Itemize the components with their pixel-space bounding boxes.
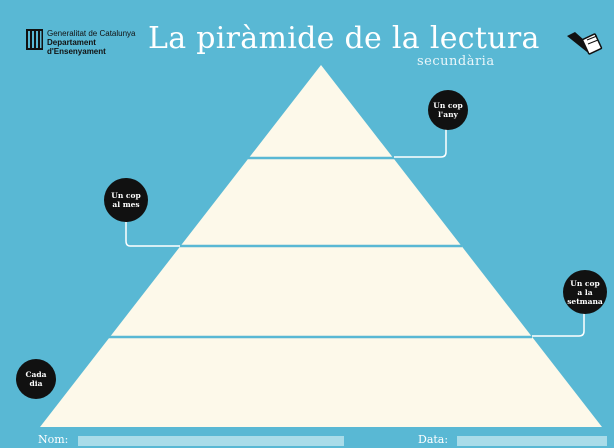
bubble-un-cop-lany: Un cop l'any	[428, 90, 468, 130]
pencil-book-icon	[567, 32, 603, 55]
department-label: Departament	[47, 38, 96, 47]
org-name: Generalitat de Catalunya	[47, 29, 136, 38]
bubble-cada-dia: Cada dia	[16, 359, 56, 399]
generalitat-logo: Generalitat de Catalunya Departament d'E…	[26, 29, 136, 56]
bubble-un-cop-al-mes: Un cop al mes	[104, 178, 148, 222]
connector-line	[532, 310, 585, 337]
bubble-un-cop-a-la-setmana: Un cop a la setmana	[563, 270, 607, 314]
name-field[interactable]	[78, 436, 344, 446]
connector-line	[394, 120, 447, 158]
name-label: Nom:	[38, 433, 69, 446]
generalitat-emblem-icon	[26, 29, 43, 50]
department-name: d'Ensenyament	[47, 47, 106, 56]
connector-line	[125, 212, 180, 247]
page-title: La piràmide de la lectura	[148, 21, 540, 56]
date-field[interactable]	[457, 436, 607, 446]
date-label: Data:	[418, 433, 449, 446]
page-subtitle: secundària	[417, 54, 495, 69]
